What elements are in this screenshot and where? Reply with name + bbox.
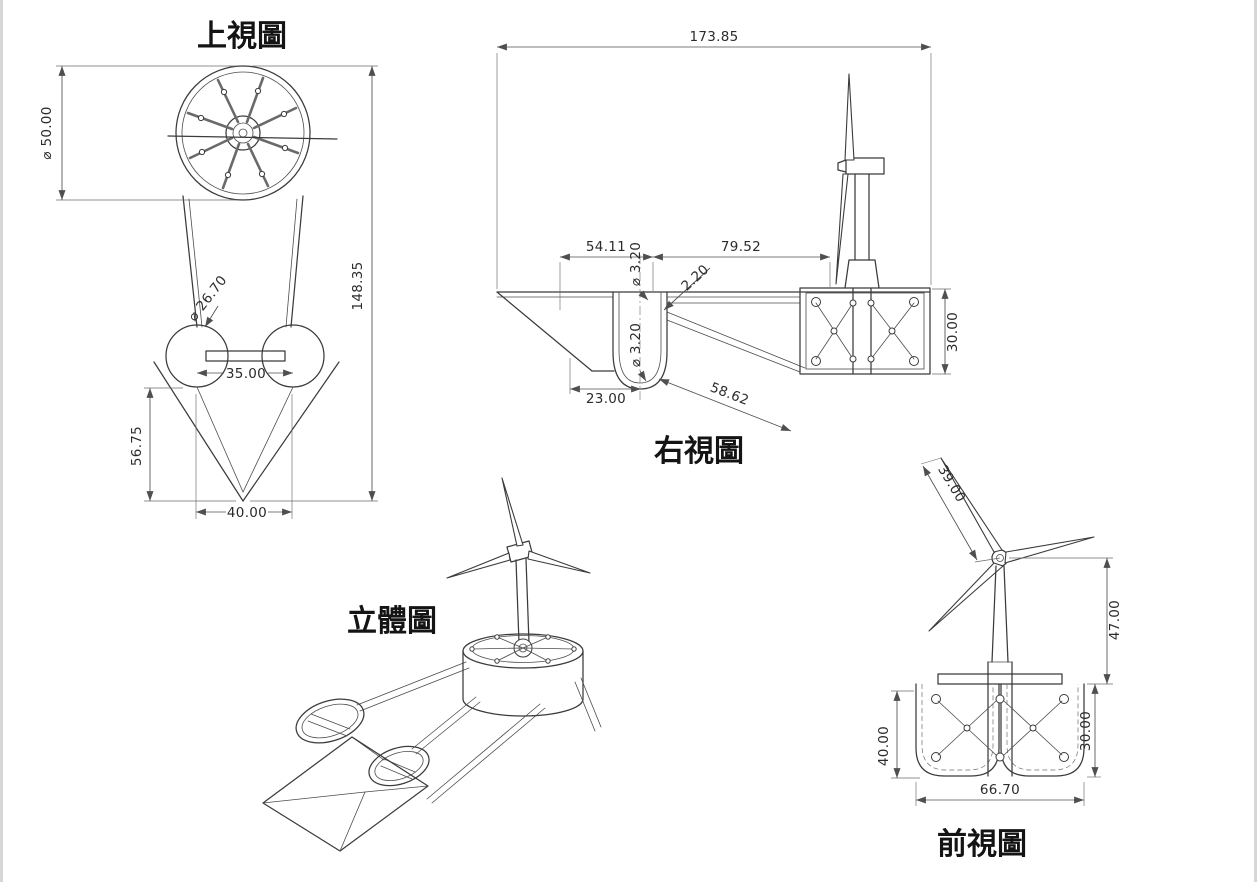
dim-rv-brace: 58.62	[708, 380, 751, 409]
dim-overall-length: 148.35	[350, 261, 366, 310]
top-view-title: 上視圖	[197, 19, 287, 54]
right-view-dimensions: 173.85 54.11 79.52 ⌀ 3.20 2.20 ⌀ 3.20	[496, 29, 961, 432]
iso-floats	[295, 698, 430, 787]
front-view-platform	[915, 661, 1085, 777]
dim-rotor-diameter: ⌀ 50.00	[39, 106, 55, 159]
dim-rv-lower-hole: ⌀ 3.20	[628, 323, 644, 367]
right-view: 右視圖	[496, 29, 961, 469]
page-edge-left	[0, 0, 3, 882]
front-view: 前視圖	[876, 457, 1123, 862]
dim-rv-pin: 2.20	[678, 262, 712, 295]
top-view-hull	[153, 195, 340, 502]
isometric-view: 立體圖	[262, 477, 602, 852]
dim-bow-length: 56.75	[129, 426, 145, 466]
dim-fv-platform-height: 30.00	[1078, 711, 1094, 751]
dim-hull-width: 40.00	[227, 505, 267, 521]
right-view-title: 右視圖	[654, 434, 744, 469]
iso-base-cylinder	[462, 633, 584, 717]
isometric-view-title: 立體圖	[347, 604, 437, 639]
top-view-rotor	[167, 65, 338, 201]
right-view-turbine	[835, 73, 885, 289]
dim-rv-bow-base: 23.00	[586, 391, 626, 407]
dim-rv-aft-span: 79.52	[721, 239, 761, 255]
dim-rv-overall-length: 173.85	[689, 29, 738, 45]
right-view-platform	[799, 287, 931, 375]
dim-fv-hub-height: 47.00	[1107, 600, 1123, 640]
dim-fv-platform-width: 66.70	[980, 782, 1020, 798]
dim-fv-blade-length: 39.00	[934, 463, 968, 506]
front-view-title: 前視圖	[937, 827, 1027, 862]
top-view: 上視圖	[39, 19, 378, 521]
iso-turbine	[446, 477, 591, 644]
page-edge-right	[1254, 0, 1257, 882]
top-view-dimensions: ⌀ 50.00 148.35 ⌀ 26.70 35.00 56.75	[39, 65, 378, 521]
dim-rv-upper-hole: ⌀ 3.20	[628, 242, 644, 286]
dim-float-spacing: 35.00	[226, 366, 266, 382]
dim-rv-platform-height: 30.00	[945, 312, 961, 352]
dim-fv-float-height: 40.00	[876, 726, 892, 766]
iso-bow-wedge	[262, 736, 429, 852]
dim-rv-mid-span: 54.11	[586, 239, 626, 255]
iso-braces	[356, 661, 602, 804]
